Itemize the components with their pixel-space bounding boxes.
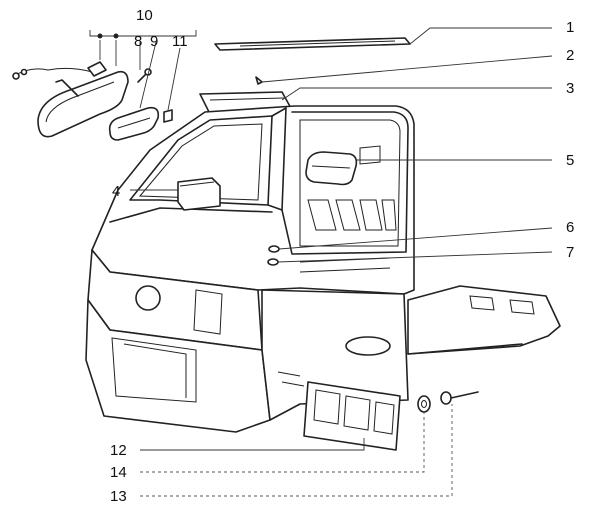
part-5-side-mirror	[305, 151, 358, 186]
callout-3: 3	[566, 80, 574, 97]
callout-9: 9	[150, 33, 158, 50]
rear-view-mirror	[12, 61, 129, 138]
callout-2: 2	[566, 47, 574, 64]
callout-10: 10	[136, 7, 153, 24]
part-14-washer	[417, 395, 431, 413]
part-6-washer	[268, 245, 280, 253]
callout-5: 5	[566, 152, 574, 169]
callout-14: 14	[110, 464, 127, 481]
part-2-pointer	[255, 76, 263, 85]
part-4-box	[177, 177, 221, 211]
callout-13: 13	[110, 488, 127, 505]
callout-8: 8	[134, 33, 142, 50]
leader-lines	[89, 27, 553, 497]
callout-4: 4	[112, 183, 120, 200]
callout-6: 6	[566, 219, 574, 236]
callout-11: 11	[172, 33, 188, 50]
part-12-grille-panel	[303, 381, 401, 451]
cab-body	[85, 105, 415, 433]
part-13-screw	[440, 391, 479, 405]
part-11-clip	[163, 109, 173, 123]
callout-12: 12	[110, 442, 127, 459]
callout-7: 7	[566, 244, 574, 261]
rear-panel	[407, 285, 561, 355]
part-9-light	[108, 106, 160, 141]
part-7-washer	[267, 258, 279, 266]
callout-1: 1	[566, 19, 574, 36]
part-roof-strip	[214, 37, 411, 51]
callout-labels: 1 2 3 4 5 6 7 8 9 10 11 12 13 14	[110, 7, 574, 505]
